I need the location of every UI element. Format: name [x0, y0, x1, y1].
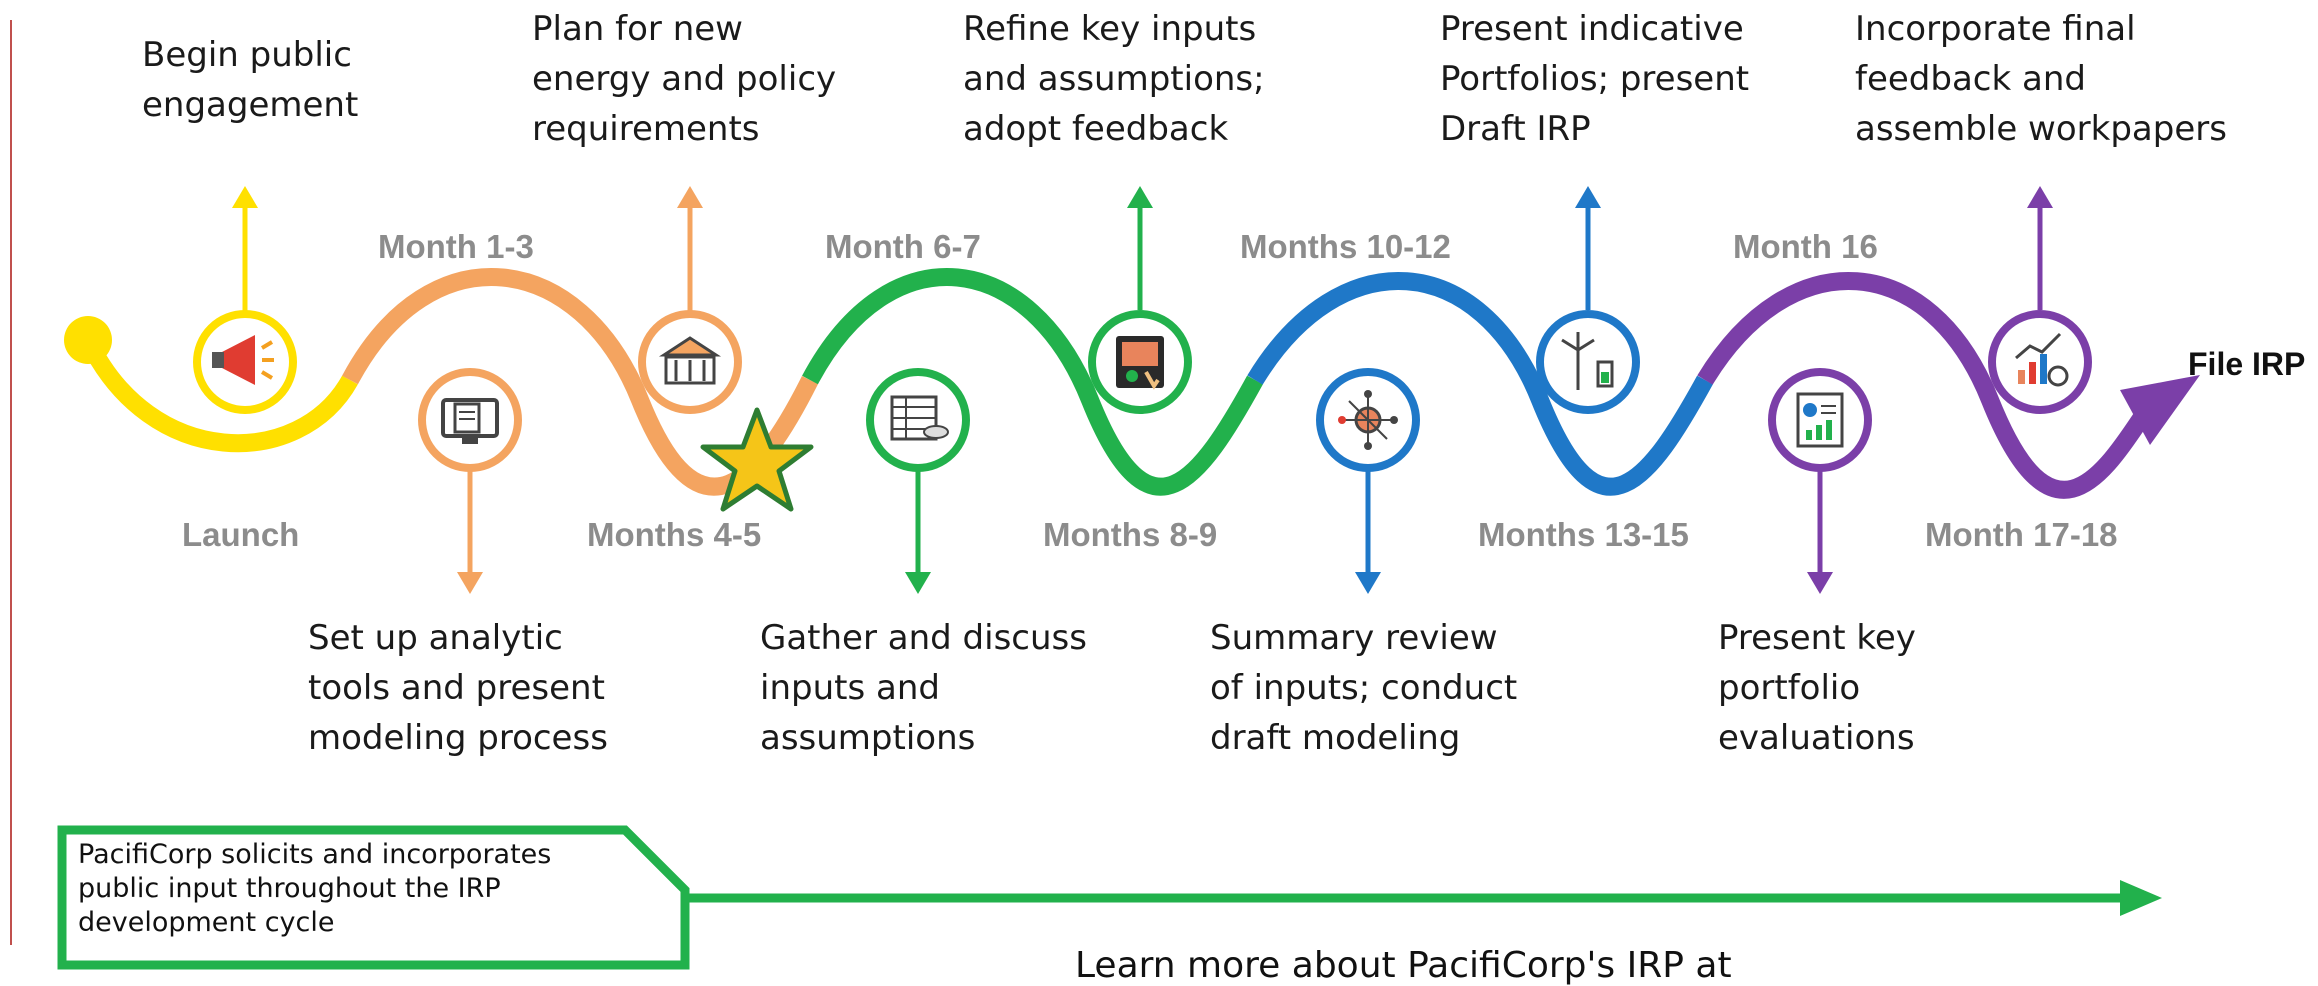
connector-m8 — [2027, 186, 2053, 310]
connector-m3 — [905, 470, 931, 594]
month-label-m8: Month 17-18 — [1925, 516, 2118, 553]
spreadsheet-database-icon — [866, 368, 970, 472]
monitor-document-icon — [418, 368, 522, 472]
month-label-m2: Months 4-5 — [587, 516, 762, 553]
connector-m7 — [1807, 470, 1833, 594]
growth-chart-gear-icon — [1988, 310, 2092, 414]
month-label-m1: Month 1-3 — [378, 228, 534, 265]
left-margin-line — [10, 20, 12, 945]
footer-link-text[interactable]: Learn more about PacifiCorp's IRP at — [1075, 945, 1732, 986]
connector-m2 — [677, 186, 703, 315]
description-launch: Begin public engagement — [142, 35, 359, 125]
month-label-m6: Months 13-15 — [1478, 516, 1689, 553]
wave-segment-launch — [79, 336, 358, 453]
connector-m5 — [1355, 470, 1381, 594]
description-m3: Gather and discuss inputs and assumption… — [760, 618, 1087, 758]
wave-segment-blue — [1247, 272, 1713, 496]
month-label-launch: Launch — [182, 516, 300, 553]
wave-segment-purple — [1697, 272, 2167, 499]
connector-m1 — [457, 470, 483, 594]
description-m4: Refine key inputs and assumptions; adopt… — [963, 9, 1265, 149]
description-m5: Summary review of inputs; conduct draft … — [1210, 618, 1518, 758]
month-label-m7: Month 16 — [1733, 228, 1878, 265]
connector-m6 — [1575, 186, 1601, 310]
note-box-outline — [57, 825, 690, 970]
file-irp-label: File IRP — [2188, 346, 2306, 382]
connector-m4 — [1127, 186, 1153, 310]
star-icon — [700, 407, 814, 512]
connector-launch — [232, 186, 258, 320]
network-hub-icon — [1316, 368, 1420, 472]
wind-solar-battery-icon — [1536, 310, 1640, 414]
start-dot — [64, 316, 112, 364]
end-arrowhead — [2120, 375, 2200, 445]
description-m8: Incorporate final feedback and assemble … — [1855, 9, 2227, 149]
public-input-note: PacifiCorp solicits and incorporates pub… — [78, 839, 552, 938]
month-label-m4: Months 8-9 — [1043, 516, 1218, 553]
touch-panel-icon — [1088, 310, 1192, 414]
description-m6: Present indicative Portfolios; present D… — [1440, 9, 1750, 149]
month-label-m5: Months 10-12 — [1240, 228, 1451, 265]
government-building-icon — [638, 310, 742, 414]
description-m7: Present key portfolio evaluations — [1718, 618, 1916, 758]
megaphone-icon — [193, 310, 297, 414]
description-m2: Plan for new energy and policy requireme… — [532, 9, 837, 149]
report-chart-icon — [1768, 368, 1872, 472]
note-arrow-head — [2120, 880, 2162, 916]
month-label-m3: Month 6-7 — [825, 228, 981, 265]
wave-segment-green — [802, 268, 1263, 496]
description-m1: Set up analytic tools and present modeli… — [308, 618, 608, 758]
